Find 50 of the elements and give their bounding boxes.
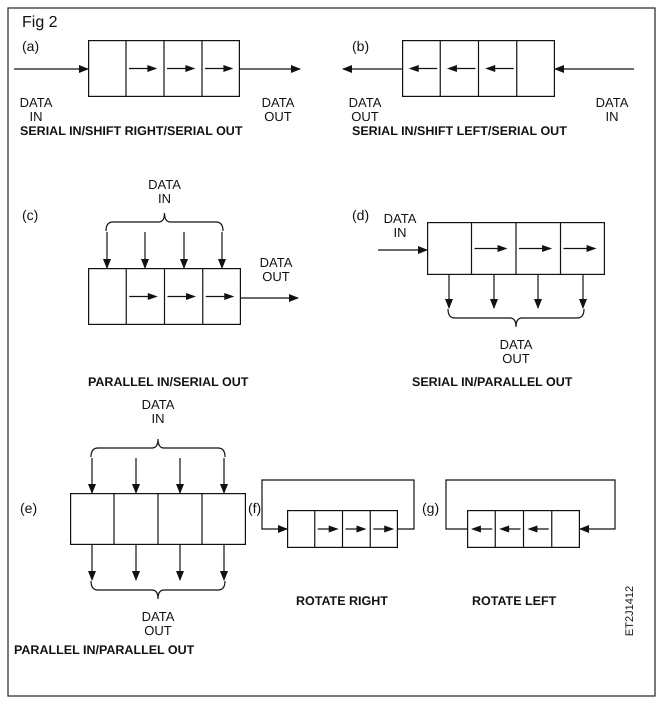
arrow [103, 232, 111, 269]
panel-letter: (a) [22, 38, 40, 54]
arrow [180, 232, 188, 269]
data-label: DATA OUT [140, 610, 176, 638]
panel-letter: (c) [22, 207, 38, 223]
panel-caption: ROTATE RIGHT [296, 594, 388, 608]
figure-title: Fig 2 [22, 14, 58, 32]
arrow [176, 458, 184, 494]
arrow [490, 275, 498, 309]
data-label: DATA OUT [498, 338, 534, 366]
arrow [240, 65, 301, 73]
arrow [132, 545, 140, 581]
arrow [218, 232, 226, 269]
arrow [88, 545, 96, 581]
arrow [261, 479, 415, 533]
panel-caption: ROTATE LEFT [472, 594, 556, 608]
data-label: DATA IN [594, 96, 630, 124]
arrow [220, 458, 228, 494]
data-label: DATA OUT [348, 96, 382, 124]
arrow [176, 545, 184, 581]
data-label: DATA OUT [260, 96, 296, 124]
arrow [342, 65, 402, 73]
data-label: DATA IN [382, 212, 418, 240]
arrow [141, 232, 149, 269]
arrow [579, 275, 587, 309]
arrow [378, 246, 428, 254]
panel-letter: (g) [422, 500, 440, 516]
arrow [220, 545, 228, 581]
data-label: DATA IN [140, 398, 176, 426]
arrow [88, 458, 96, 494]
panel-letter: (b) [352, 38, 370, 54]
panel-letter: (e) [20, 500, 38, 516]
arrow [445, 275, 453, 309]
panel-caption: SERIAL IN/SHIFT RIGHT/SERIAL OUT [20, 124, 242, 138]
arrow [534, 275, 542, 309]
panel-caption: SERIAL IN/SHIFT LEFT/SERIAL OUT [352, 124, 567, 138]
data-label: DATA IN [18, 96, 54, 124]
arrow [445, 479, 616, 533]
data-label: DATA IN [147, 178, 182, 206]
arrow [554, 65, 634, 73]
panel-caption: PARALLEL IN/PARALLEL OUT [14, 643, 194, 657]
arrow [132, 458, 140, 494]
arrow [14, 65, 89, 73]
figure-code: ET2J1412 [624, 586, 636, 636]
panel-caption: PARALLEL IN/SERIAL OUT [88, 375, 248, 389]
data-label: DATA OUT [258, 256, 294, 284]
arrow [241, 294, 299, 302]
panel-letter: (f) [248, 500, 262, 516]
panel-letter: (d) [352, 207, 370, 223]
panel-caption: SERIAL IN/PARALLEL OUT [412, 375, 572, 389]
